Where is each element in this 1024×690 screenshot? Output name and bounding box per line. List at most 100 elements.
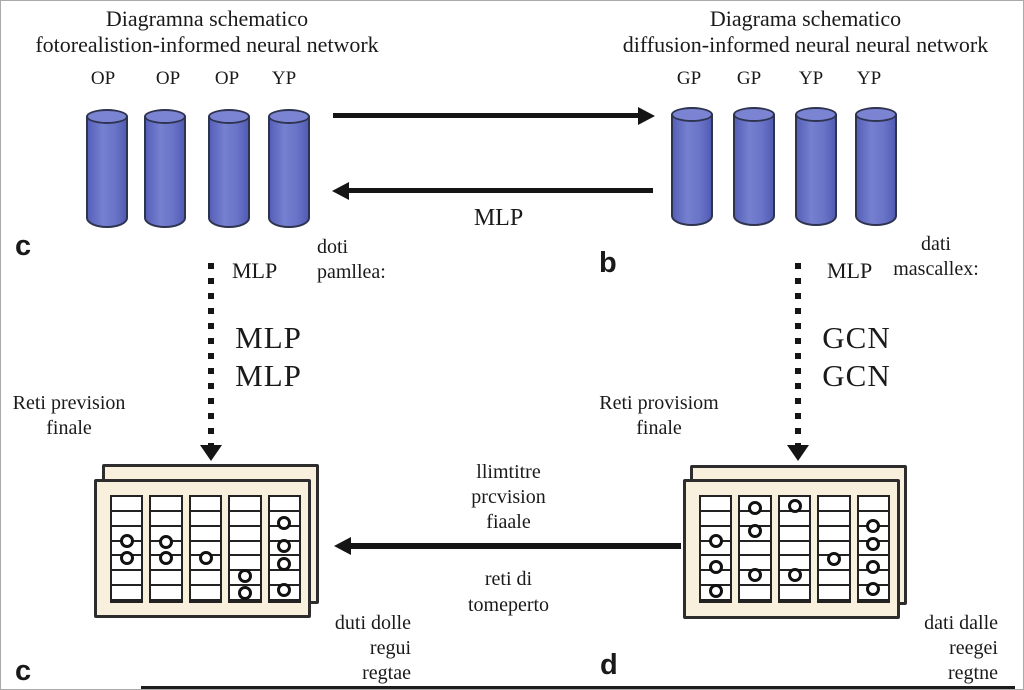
node-circle-icon bbox=[277, 556, 292, 571]
table-cell bbox=[701, 586, 731, 602]
table-cell bbox=[701, 542, 731, 557]
node-circle-icon bbox=[787, 568, 802, 582]
cylinder-body bbox=[268, 116, 310, 228]
cylinder-top bbox=[268, 109, 310, 124]
table-cell bbox=[112, 512, 142, 527]
cylinder-top bbox=[208, 109, 250, 124]
right-side-note-line2: mascallex: bbox=[893, 258, 979, 280]
table-column bbox=[856, 495, 891, 603]
table-cell bbox=[858, 497, 889, 512]
table-cell bbox=[230, 586, 260, 602]
cylinder-icon bbox=[671, 107, 713, 226]
table-cell bbox=[779, 527, 810, 542]
cylinder-body bbox=[795, 114, 837, 226]
table-cell bbox=[779, 542, 810, 557]
right-side-note: dati mascallex: bbox=[879, 232, 993, 282]
table-column bbox=[267, 495, 302, 603]
right-side-note-line1: dati bbox=[921, 233, 951, 255]
arrow-left-line bbox=[348, 188, 653, 193]
right-cylinder-label-4: YP bbox=[856, 68, 882, 89]
node-circle-icon bbox=[198, 551, 213, 566]
table-cell bbox=[151, 571, 181, 587]
between-tables-bottom-line2: tomeperto bbox=[467, 594, 550, 616]
between-tables-bottom-line1: reti di bbox=[484, 568, 533, 590]
cylinder-body bbox=[86, 116, 128, 228]
table-cell bbox=[701, 512, 731, 527]
table-arrow-line bbox=[350, 543, 681, 549]
node-circle-icon bbox=[748, 568, 763, 582]
left-cylinder-label-3: OP bbox=[214, 68, 240, 89]
node-circle-icon bbox=[277, 582, 292, 597]
table-cell bbox=[269, 586, 300, 602]
left-prediction-note: Reti prevision finale bbox=[3, 391, 135, 441]
table-cell bbox=[819, 497, 849, 512]
table-cell bbox=[230, 497, 260, 512]
cylinder-icon bbox=[268, 109, 310, 228]
table-cell bbox=[190, 527, 221, 542]
right-cylinder-label-1: GP bbox=[676, 68, 702, 89]
table-cell bbox=[230, 571, 260, 587]
cylinder-top bbox=[144, 109, 186, 124]
cylinder-top bbox=[671, 107, 713, 122]
right-prediction-table bbox=[683, 479, 900, 619]
node-circle-icon bbox=[159, 534, 174, 549]
right-caption-line2: reegei bbox=[949, 637, 998, 659]
table-column bbox=[149, 495, 183, 603]
table-column bbox=[699, 495, 733, 603]
node-circle-icon bbox=[277, 516, 292, 530]
node-circle-icon bbox=[708, 583, 723, 598]
right-prediction-note: Reti provisiom finale bbox=[593, 391, 725, 441]
left-side-note-line2: pamllea: bbox=[317, 261, 386, 283]
table-cell bbox=[190, 586, 221, 602]
arrow-right-head-icon bbox=[638, 107, 655, 125]
table-cell bbox=[112, 497, 142, 512]
node-circle-icon bbox=[159, 551, 174, 566]
table-cell bbox=[112, 586, 142, 602]
right-caption-line1: dati dalle bbox=[924, 612, 998, 634]
table-cell bbox=[740, 571, 770, 587]
dotted-arrow-label-left: MLP bbox=[232, 258, 278, 283]
node-circle-icon bbox=[826, 552, 841, 567]
node-circle-icon bbox=[237, 569, 252, 584]
table-cell bbox=[230, 512, 260, 527]
cylinder-body bbox=[671, 114, 713, 226]
table-cell bbox=[740, 527, 770, 542]
table-cell bbox=[230, 542, 260, 557]
table-cell bbox=[819, 527, 849, 542]
left-network-label-line2: MLP bbox=[235, 358, 302, 393]
cylinder-icon bbox=[795, 107, 837, 226]
panel-letter-b: b bbox=[599, 247, 617, 279]
cylinder-icon bbox=[208, 109, 250, 228]
between-tables-top-line3: fiaale bbox=[486, 511, 531, 533]
table-cell bbox=[190, 556, 221, 572]
mid-arrow-label: MLP bbox=[473, 205, 524, 231]
cylinder-icon bbox=[733, 107, 775, 226]
right-title-line2: diffusion-informed neural neural network bbox=[622, 32, 989, 57]
table-cell bbox=[269, 497, 300, 512]
table-cell bbox=[779, 571, 810, 587]
node-circle-icon bbox=[866, 581, 881, 596]
dotted-arrow-label-right: MLP bbox=[827, 258, 873, 283]
table-cell bbox=[819, 571, 849, 587]
left-network-label-line1: MLP bbox=[235, 320, 302, 355]
cylinder-top bbox=[855, 107, 897, 122]
left-prediction-note-line1: Reti prevision bbox=[12, 392, 126, 414]
table-cell bbox=[151, 556, 181, 572]
right-cylinder-label-3: YP bbox=[798, 68, 824, 89]
cylinder-icon bbox=[86, 109, 128, 228]
panel-letter-d: d bbox=[600, 649, 618, 681]
right-prediction-note-line2: finale bbox=[636, 417, 682, 439]
left-caption-line1: duti dolle bbox=[334, 612, 411, 634]
cylinder-body bbox=[208, 116, 250, 228]
node-circle-icon bbox=[866, 559, 881, 574]
table-cell bbox=[858, 542, 889, 557]
table-cell bbox=[740, 586, 770, 602]
cylinder-body bbox=[855, 114, 897, 226]
between-tables-note-bottom: reti di tomeperto bbox=[441, 566, 576, 618]
left-prediction-note-line2: finale bbox=[46, 417, 92, 439]
table-column bbox=[777, 495, 812, 603]
between-tables-top-line1: llimtitre bbox=[476, 461, 541, 483]
left-cylinder-label-1: OP bbox=[90, 68, 116, 89]
table-cell bbox=[269, 542, 300, 557]
